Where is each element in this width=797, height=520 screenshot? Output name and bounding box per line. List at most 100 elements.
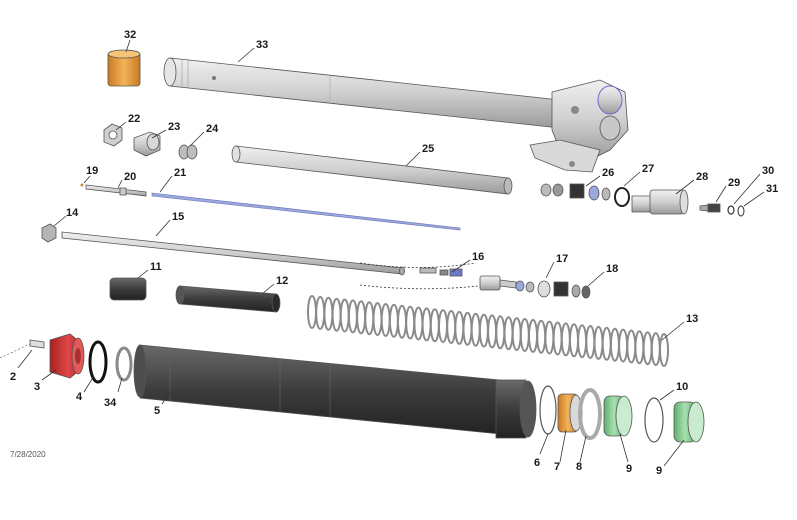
- spring-coil: [315, 295, 326, 330]
- part-22-clip: [103, 123, 123, 147]
- callout-15: 15: [172, 211, 184, 223]
- callout-11: 11: [150, 261, 162, 273]
- part-32-bushing: [107, 49, 141, 87]
- part-8-washer: [578, 388, 602, 440]
- part-3-fork-cap: [49, 333, 85, 379]
- spring-coil: [577, 324, 588, 359]
- spring-coil: [544, 320, 555, 355]
- spring-coil: [618, 328, 629, 363]
- spring-coil: [446, 310, 457, 344]
- part-30-ring: [727, 205, 735, 215]
- callout-31: 31: [766, 183, 778, 195]
- callout-7: 7: [554, 461, 560, 473]
- part-15-damper-rod: [61, 231, 405, 276]
- spring-coil: [552, 321, 563, 356]
- part-18-piston-assembly: [553, 281, 591, 299]
- spring-coil: [642, 331, 653, 366]
- date-stamp: 7/28/2020: [10, 450, 46, 459]
- callout-18: 18: [606, 263, 618, 275]
- spring-coil: [511, 317, 522, 352]
- spring-coil: [438, 309, 448, 344]
- spring-coil: [503, 316, 514, 351]
- callout-6: 6: [534, 457, 540, 469]
- callout-2: 2: [10, 371, 16, 383]
- callout-9b: 9: [656, 465, 662, 477]
- part-28-top-cap: [631, 189, 689, 215]
- callout-32: 32: [124, 29, 136, 41]
- callout-9a: 9: [626, 463, 632, 475]
- part-34-washer: [115, 346, 133, 382]
- spring-coil: [634, 330, 645, 365]
- spring-coil: [487, 314, 498, 349]
- callout-4: 4: [76, 391, 83, 403]
- spring-coil: [347, 299, 358, 334]
- callout-34: 34: [104, 397, 117, 409]
- spring-coil: [356, 300, 367, 335]
- callout-23: 23: [168, 121, 180, 133]
- part-27-o-ring: [614, 187, 630, 207]
- leader-lines: [17, 39, 765, 467]
- callout-21: 21: [174, 167, 186, 179]
- callout-19: 19: [86, 165, 98, 177]
- callout-16: 16: [472, 251, 484, 263]
- spring-coil: [560, 322, 571, 357]
- spring-coil: [364, 301, 375, 336]
- callout-14: 14: [66, 207, 79, 219]
- part-17-piston: [479, 275, 551, 298]
- spring-coil: [307, 295, 317, 329]
- callout-20: 20: [124, 171, 136, 183]
- callout-33: 33: [256, 39, 268, 51]
- part-20-shaft: [85, 184, 147, 197]
- part-9-seal-b: [673, 401, 705, 443]
- spring-coil: [478, 313, 489, 348]
- spring-coil: [421, 307, 432, 342]
- part-33-upper-tube: [163, 57, 629, 173]
- spring-coil: [413, 306, 424, 341]
- callout-8: 8: [576, 461, 582, 473]
- spring-coil: [495, 315, 506, 350]
- callout-25: 25: [422, 143, 434, 155]
- part-11-spacer: [109, 277, 147, 301]
- part-19-pin: [80, 183, 84, 187]
- spring-coil: [585, 325, 596, 359]
- callout-28: 28: [696, 171, 708, 183]
- spring-coil: [397, 304, 407, 339]
- callout-12: 12: [276, 275, 288, 287]
- spring-coil: [405, 305, 416, 340]
- part-29-spring: [699, 203, 721, 213]
- callout-22: 22: [128, 113, 140, 125]
- spring-coil: [331, 297, 342, 332]
- part-14-nut: [41, 223, 57, 243]
- spring-coil: [372, 302, 383, 337]
- callout-30: 30: [762, 165, 774, 177]
- spring-coil: [470, 312, 481, 347]
- spring-coil: [454, 310, 465, 345]
- spring-coil: [593, 325, 604, 360]
- spring-coil: [388, 303, 399, 338]
- spring-coil: [429, 308, 440, 343]
- part-31-ring: [737, 205, 745, 217]
- spring-coil: [569, 323, 579, 358]
- part-6-clip: [539, 385, 557, 435]
- spring-coil: [659, 333, 669, 367]
- callout-24: 24: [206, 123, 219, 135]
- spring-coil: [462, 311, 473, 346]
- part-25-inner-tube: [231, 145, 513, 195]
- spring-coil: [609, 327, 620, 362]
- callout-10: 10: [676, 381, 688, 393]
- part-13-spring: [307, 295, 669, 367]
- callout-5: 5: [154, 405, 160, 417]
- part-9-seal-a: [603, 395, 633, 437]
- callout-27: 27: [642, 163, 654, 175]
- part-2-bolt: [0, 339, 45, 359]
- callout-26: 26: [602, 167, 614, 179]
- spring-coil: [626, 329, 637, 364]
- part-24-washer: [178, 144, 198, 160]
- part-23-nut: [133, 131, 161, 157]
- spring-coil: [519, 318, 530, 352]
- spring-coil: [536, 319, 547, 354]
- spring-coil: [380, 303, 391, 337]
- callout-labels: 32 33 22 23 24 25 19 20 21 26 27 28 29 3…: [10, 29, 778, 477]
- spring-coil: [323, 296, 334, 331]
